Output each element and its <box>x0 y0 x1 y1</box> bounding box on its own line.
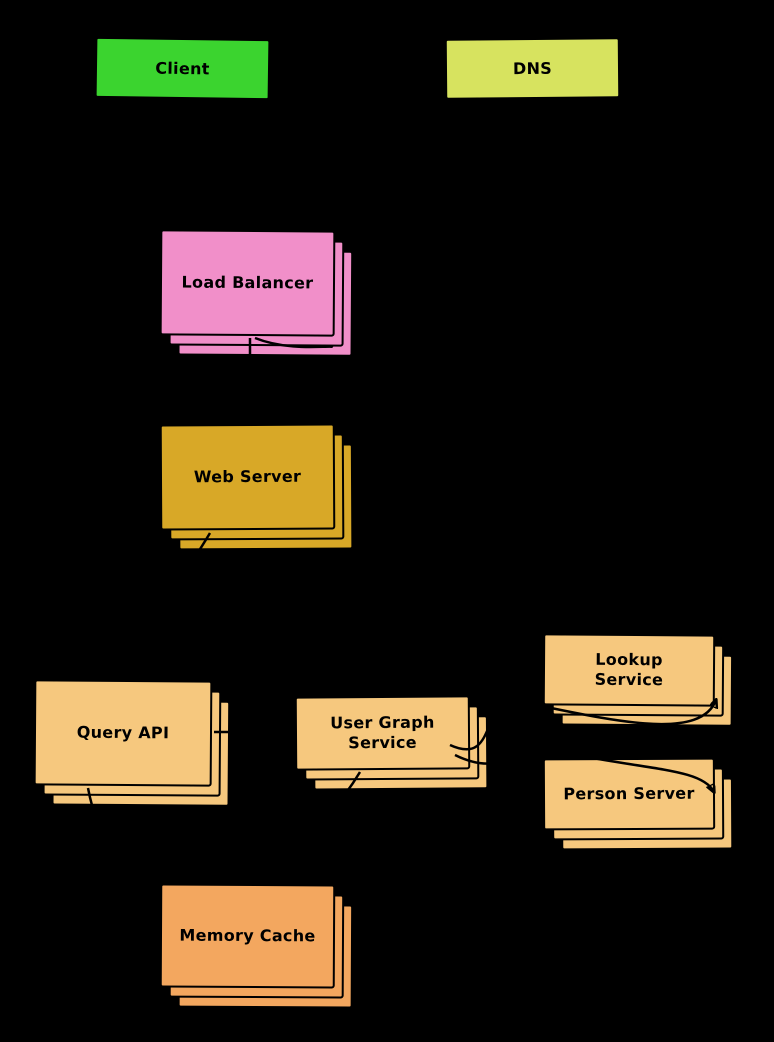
node-user-graph-service-box: User Graph Service <box>294 695 471 771</box>
edge-query-api-memory-cache <box>86 787 156 926</box>
node-dns-box: DNS <box>444 37 621 100</box>
node-memory-cache: Memory Cache <box>159 883 336 989</box>
node-web-server: Web Server <box>159 423 336 531</box>
node-query-api-label: Query API <box>76 722 170 743</box>
node-memory-cache-label: Memory Cache <box>179 925 316 946</box>
node-lookup-service-label: Lookup Service <box>594 649 664 690</box>
edge-client-load-balancer <box>178 101 244 226</box>
node-user-graph-service: User Graph Service <box>294 695 471 771</box>
node-query-api: Query API <box>33 679 213 787</box>
node-client-label: Client <box>155 58 210 78</box>
node-load-balancer: Load Balancer <box>159 229 336 337</box>
node-person-server: Person Server <box>542 757 716 831</box>
node-lookup-service-box: Lookup Service <box>542 633 716 707</box>
node-dns-label: DNS <box>512 58 553 78</box>
node-web-server-label: Web Server <box>193 466 302 487</box>
node-web-server-box: Web Server <box>159 423 336 531</box>
node-load-balancer-label: Load Balancer <box>181 272 314 293</box>
node-client: Client <box>94 36 271 101</box>
node-user-graph-service-label: User Graph Service <box>330 712 435 753</box>
node-client-box: Client <box>94 36 271 101</box>
node-person-server-label: Person Server <box>563 783 695 804</box>
node-lookup-service: Lookup Service <box>542 633 716 707</box>
node-dns: DNS <box>444 37 621 100</box>
node-load-balancer-box: Load Balancer <box>159 229 336 337</box>
edge-web-server-query-api <box>126 532 212 676</box>
node-memory-cache-box: Memory Cache <box>159 883 336 989</box>
node-person-server-box: Person Server <box>542 757 716 831</box>
node-query-api-box: Query API <box>33 679 213 787</box>
